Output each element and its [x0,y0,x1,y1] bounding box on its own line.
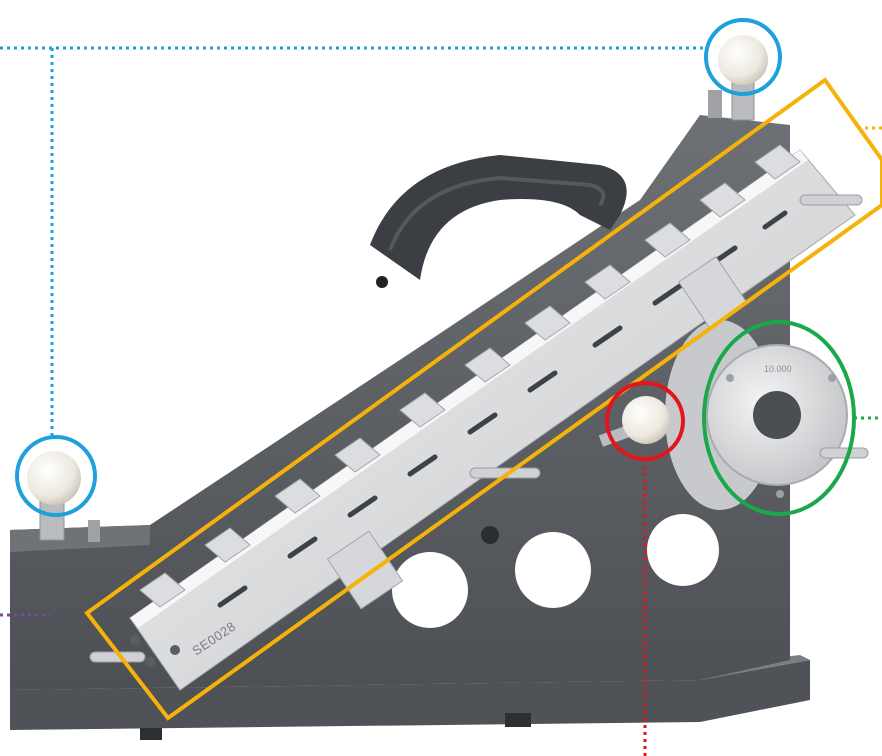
callout-red [605,381,685,756]
gauge-block-rail: SE0028 [129,144,856,691]
callout-orange [84,77,882,721]
gauge-ring-assembly: 10.000 [665,320,848,510]
callout-blue [0,18,782,517]
carry-handle [370,155,627,288]
reference-sphere-top [708,35,768,121]
callout-green [702,320,882,516]
reference-sphere-middle [598,396,670,447]
gauge-blocks [139,144,801,608]
frame-hole [481,526,499,544]
frame-hole [647,514,719,586]
frame-hole [515,532,591,608]
ring-engraving: 10.000 [764,364,792,374]
rail-slots [217,210,788,608]
main-frame [10,115,790,690]
reference-sphere-left [27,451,100,542]
frame-hole [392,552,468,628]
